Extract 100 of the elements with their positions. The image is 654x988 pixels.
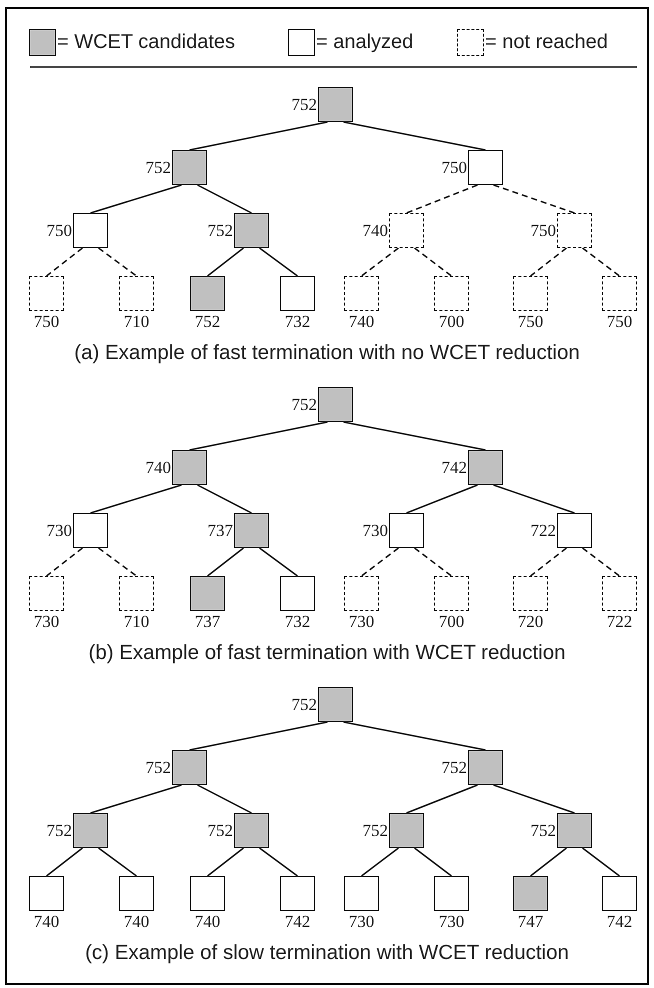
tree-edge [530, 247, 567, 277]
analyzed-box [119, 876, 154, 911]
value-label: 742 [442, 459, 467, 476]
value-label: 750 [518, 313, 544, 330]
analyzed-box [280, 576, 315, 611]
value-label: 752 [292, 96, 317, 113]
value-label: 740 [194, 913, 220, 930]
value-label: 752 [146, 759, 171, 776]
analyzed-box [29, 876, 64, 911]
tree-edge [46, 247, 83, 277]
value-label: 752 [362, 822, 388, 839]
analyzed-box [280, 876, 315, 911]
candidate-box [190, 576, 225, 611]
tree-edge [197, 484, 252, 514]
not-reached-box [29, 576, 64, 611]
not-reached-box [513, 576, 548, 611]
caption: (a) Example of fast termination with no WCET reduction [73, 343, 581, 364]
tree-edge [259, 247, 298, 277]
tree-edge [414, 247, 452, 277]
tree-edge [207, 847, 244, 877]
not-reached-box [29, 276, 64, 311]
analyzed-box [344, 876, 379, 911]
candidate-box [513, 876, 548, 911]
tree-edge [361, 547, 399, 577]
not-reached-box [602, 576, 637, 611]
tree-edge [406, 184, 478, 214]
tree-edge [46, 547, 83, 577]
value-label: 752 [292, 396, 317, 413]
value-label: 730 [348, 913, 374, 930]
tree-edge [46, 847, 83, 877]
tree-edge [197, 784, 252, 814]
tree-edge [189, 421, 328, 451]
value-label: 752 [292, 696, 317, 713]
value-label: 720 [518, 613, 544, 630]
value-label: 752 [208, 222, 233, 239]
value-label: 737 [194, 613, 220, 630]
value-label: 740 [34, 913, 60, 930]
tree-edge [361, 847, 399, 877]
not-reached-box [513, 276, 548, 311]
value-label: 730 [34, 613, 60, 630]
value-label: 722 [606, 613, 632, 630]
legend-label: = analyzed [316, 31, 414, 54]
tree-edge [90, 184, 182, 214]
analyzed-box [73, 213, 108, 248]
value-label: 752 [146, 159, 171, 176]
analyzed-box [389, 513, 424, 548]
candidate-box [318, 687, 353, 722]
analyzed-box [280, 276, 315, 311]
value-label: 750 [442, 159, 467, 176]
value-label: 740 [146, 459, 171, 476]
candidate-box [234, 513, 269, 548]
tree-edge [414, 847, 452, 877]
not-reached-box [602, 276, 637, 311]
legend-label: = not reached [485, 31, 608, 54]
value-label: 732 [284, 613, 310, 630]
tree-edge [493, 184, 575, 214]
tree-edge [406, 784, 478, 814]
analyzed-box [602, 876, 637, 911]
tree-edge [582, 247, 620, 277]
not-reached-box [434, 276, 469, 311]
not-reached-box [344, 576, 379, 611]
value-label: 750 [34, 313, 60, 330]
value-label: 732 [284, 313, 310, 330]
tree-edge [343, 121, 486, 151]
tree-edge [582, 547, 620, 577]
not-reached-box [557, 213, 592, 248]
tree-edge [207, 247, 244, 277]
value-label: 730 [46, 522, 72, 539]
not-reached-box [434, 576, 469, 611]
value-label: 740 [348, 313, 374, 330]
value-label: 752 [46, 822, 72, 839]
value-label: 752 [194, 313, 220, 330]
candidate-box [234, 213, 269, 248]
value-label: 730 [348, 613, 374, 630]
tree-edge [582, 847, 620, 877]
candidate-box [190, 276, 225, 311]
not-reached-box [119, 276, 154, 311]
caption: (b) Example of fast termination with WCET reduction [88, 643, 566, 664]
tree-edge [493, 484, 575, 514]
candidate-box [172, 750, 207, 785]
candidate-box [468, 750, 503, 785]
value-label: 747 [518, 913, 544, 930]
legend-label: = WCET candidates [57, 31, 236, 54]
candidate-box [468, 450, 503, 485]
value-label: 752 [530, 822, 556, 839]
tree-edge [98, 847, 137, 877]
value-label: 740 [124, 913, 150, 930]
value-label: 750 [606, 313, 632, 330]
value-label: 752 [442, 759, 467, 776]
tree-edge [361, 247, 399, 277]
tree-edge [98, 247, 137, 277]
tree-edge [207, 547, 244, 577]
value-label: 700 [438, 613, 464, 630]
candidate-box [234, 813, 269, 848]
value-label: 710 [124, 313, 150, 330]
value-label: 750 [530, 222, 556, 239]
tree-edge [98, 547, 137, 577]
tree-edge [343, 721, 486, 751]
candidate-box [557, 813, 592, 848]
tree-edge [259, 847, 298, 877]
